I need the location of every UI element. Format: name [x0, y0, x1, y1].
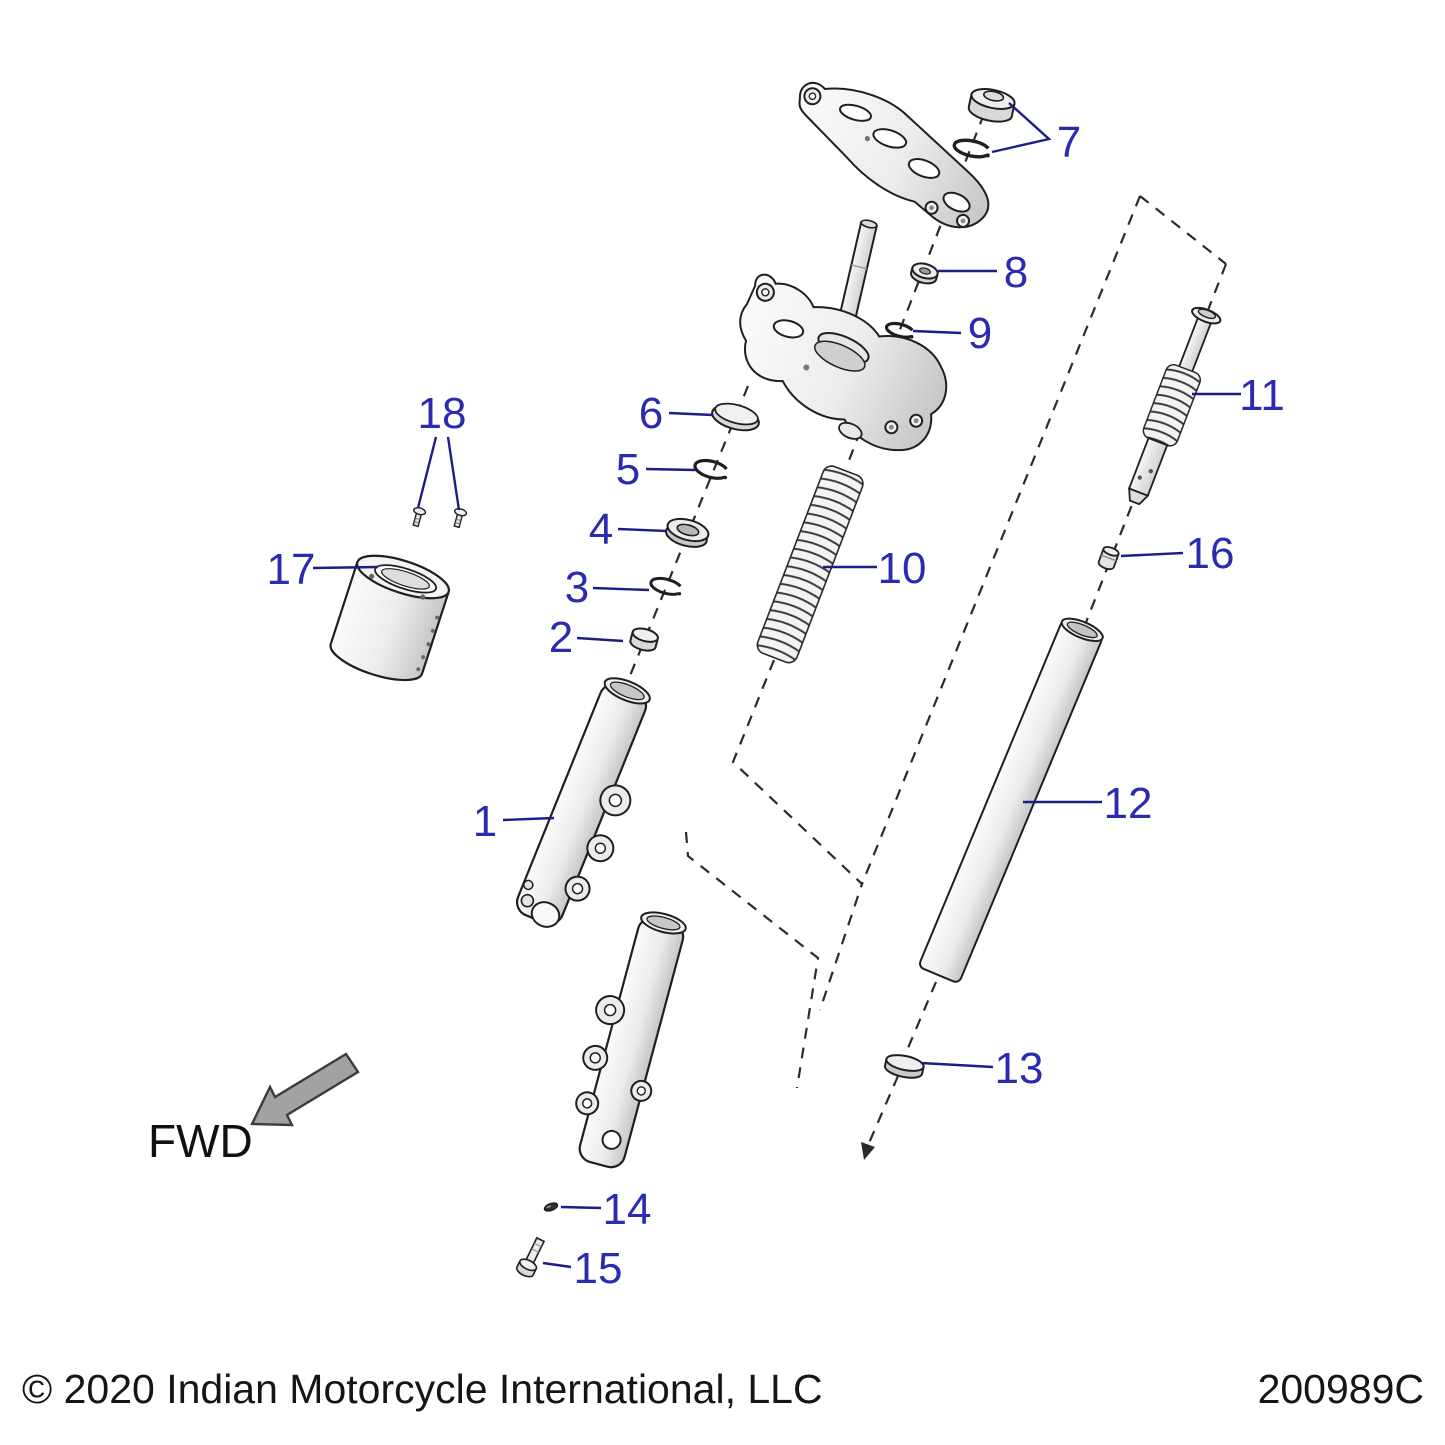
fork-spring	[756, 465, 864, 664]
callout-16: 16	[1186, 529, 1235, 578]
callout-5: 5	[616, 445, 640, 494]
copyright-text: © 2020 Indian Motorcycle International, …	[22, 1366, 823, 1412]
callout-labels: 1 2 3 4 5 6 7 8 9 10 11 12 13 14 15 16 1…	[267, 118, 1285, 1293]
callout-4: 4	[589, 505, 613, 554]
callout-9: 9	[968, 309, 992, 358]
lock-washer	[885, 321, 914, 339]
fork-slider-right	[575, 911, 687, 1169]
callout-12: 12	[1104, 779, 1153, 828]
fwd-direction-arrow	[250, 1052, 360, 1127]
right-group-dashed-top-side	[1139, 195, 1227, 265]
callout-leader-lines	[312, 102, 1241, 1269]
fork-seal-part4	[664, 517, 710, 548]
damper-rod-assembly	[1127, 306, 1222, 506]
callout-2: 2	[549, 613, 573, 662]
fork-right-dashed-line	[684, 831, 820, 1089]
right-group-dashed-left-side	[860, 195, 1142, 885]
drawing-number: 200989C	[1258, 1366, 1424, 1412]
callout-1: 1	[473, 797, 497, 846]
cap-insert-dashed-line	[864, 1075, 900, 1151]
callout-7: 7	[1057, 118, 1081, 167]
fwd-label: FWD	[148, 1115, 253, 1167]
callout-6: 6	[639, 389, 663, 438]
bushing-part2	[629, 627, 659, 652]
lower-triple-clamp	[739, 273, 948, 452]
drain-pin	[543, 1202, 559, 1212]
dust-cap-part6	[711, 402, 760, 432]
callout-10: 10	[878, 544, 927, 593]
callout-8: 8	[1004, 248, 1028, 297]
callout-13: 13	[995, 1044, 1044, 1093]
callout-11: 11	[1239, 371, 1285, 420]
upper-triple-clamp	[798, 81, 990, 229]
fork-tube-cap	[883, 1054, 925, 1079]
drain-bolt	[515, 1236, 546, 1278]
fork-left-dashed-line	[731, 659, 864, 1011]
ring-part3	[649, 576, 682, 596]
callout-15: 15	[574, 1244, 623, 1293]
callout-14: 14	[603, 1185, 652, 1234]
callout-18: 18	[418, 389, 467, 438]
callout-3: 3	[565, 563, 589, 612]
fork-top-cap	[967, 88, 1016, 123]
callout-17: 17	[267, 545, 316, 594]
cover-screw-right	[453, 508, 468, 529]
fork-slider-left	[515, 677, 651, 928]
rebound-cone	[1097, 546, 1120, 571]
cover-screw-left	[412, 507, 427, 528]
fork-tube	[919, 617, 1104, 983]
snap-ring-part5	[693, 458, 728, 480]
steering-stem-nut	[910, 262, 939, 285]
tube-to-cap-dashed-line	[906, 981, 938, 1049]
fork-cover	[329, 554, 451, 682]
dashed-line-arrowhead	[861, 1142, 875, 1160]
retaining-ring-upper	[952, 138, 990, 159]
